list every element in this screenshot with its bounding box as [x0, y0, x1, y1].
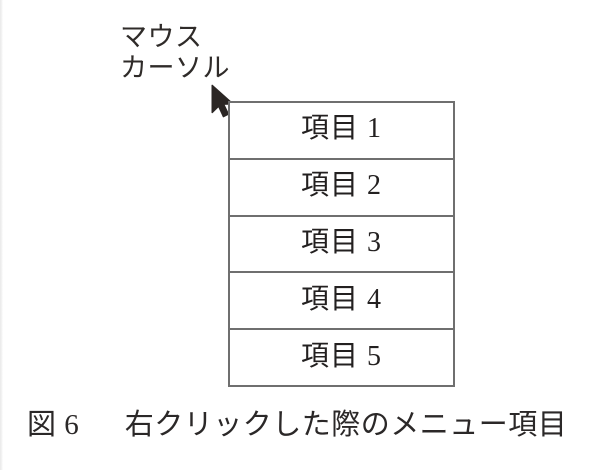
mouse-cursor-label-line1: マウス: [120, 22, 203, 52]
menu-item-1[interactable]: 項目 1: [300, 113, 382, 145]
menu-item-3[interactable]: 項目 3: [230, 214, 453, 272]
page-edge-strip: [0, 0, 3, 470]
menu-item-2[interactable]: 項目 2: [230, 157, 453, 215]
mouse-cursor-label: マウス カーソル: [120, 22, 230, 84]
figure-caption-text: 右クリックした際のメニュー項目: [124, 409, 568, 441]
mouse-cursor-label-line2: カーソル: [120, 53, 230, 83]
menu-item-4[interactable]: 項目 4: [230, 271, 453, 328]
menu-item-5[interactable]: 項目 5: [230, 328, 453, 385]
figure-number: 図 6: [27, 409, 80, 441]
figure-caption: 図 6 右クリックした際のメニュー項目: [27, 407, 583, 443]
context-menu[interactable]: 項目 1 項目 2 項目 3 項目 4 項目 5: [228, 101, 455, 387]
